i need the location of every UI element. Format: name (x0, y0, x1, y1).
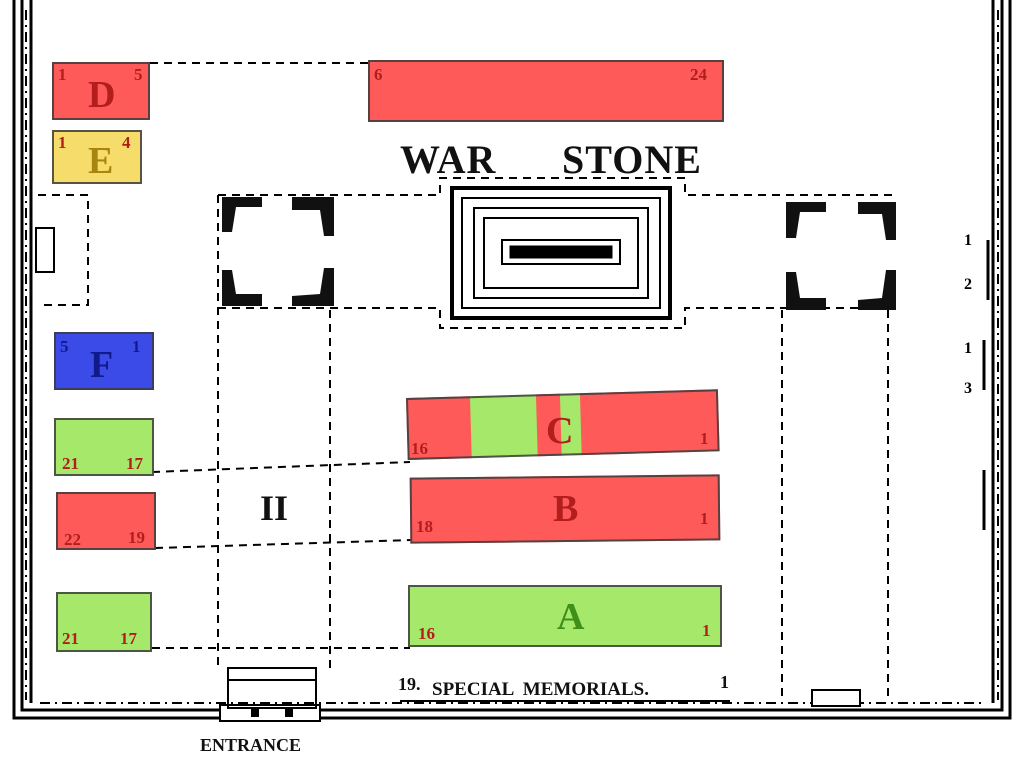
row-f-letter: F (90, 344, 114, 386)
row-d-extension-right-number: 24 (690, 65, 707, 84)
wall-marks-right (982, 240, 990, 530)
row-c-letter: C (546, 410, 574, 452)
side-marker-1: 1 (964, 232, 972, 249)
plot-two-label: II (260, 488, 289, 528)
row-c-side-right-number: 17 (126, 454, 143, 473)
side-marker-2: 2 (964, 276, 972, 293)
side-marker-3: 1 (964, 340, 972, 357)
row-a-side-left-number: 21 (62, 629, 79, 648)
row-d-block[interactable] (52, 62, 150, 120)
row-b-letter: B (553, 488, 579, 530)
side-marker-4: 3 (964, 380, 972, 397)
entrance-label: ENTRANCE (200, 735, 302, 755)
plot-boundaries (38, 62, 895, 702)
stone-title: STONE (562, 137, 702, 182)
row-d-right-number: 5 (134, 65, 143, 84)
rear-gate (811, 689, 861, 707)
row-c-side-left-number: 21 (62, 454, 79, 473)
row-a-right-number: 1 (702, 621, 711, 640)
row-d-letter: D (88, 74, 116, 116)
row-e-block[interactable] (52, 130, 142, 184)
row-e-letter: E (88, 140, 114, 182)
row-d-extension-left-number: 6 (374, 65, 383, 84)
row-f-block[interactable] (54, 332, 154, 390)
row-e-right-number: 4 (122, 133, 131, 152)
row-b-side-right-number: 19 (128, 528, 145, 547)
row-a-side-right-number: 17 (120, 629, 137, 648)
row-e-left-number: 1 (58, 133, 67, 152)
special-memorials-start: 19. (398, 674, 421, 694)
left-shelter (222, 197, 334, 306)
row-c-right-number: 1 (700, 429, 709, 448)
row-a-side-block[interactable] (56, 592, 152, 652)
row-f-left-number: 5 (60, 337, 69, 356)
entrance-gate (219, 667, 321, 722)
war-stone-structure (450, 186, 672, 320)
row-a-letter: A (557, 596, 585, 638)
row-d-extension-block[interactable] (368, 60, 724, 122)
row-c-side-block[interactable] (54, 418, 154, 476)
row-b-side-block[interactable] (56, 492, 156, 550)
row-b-left-number: 18 (416, 517, 433, 536)
war-title: WAR (400, 137, 497, 182)
row-b-side-left-number: 22 (64, 530, 81, 549)
row-d-left-number: 1 (58, 65, 67, 84)
row-b-right-number: 1 (700, 509, 709, 528)
inner-boundary (25, 10, 999, 704)
row-f-right-number: 1 (132, 337, 141, 356)
right-shelter (786, 202, 896, 310)
row-a-block[interactable] (408, 585, 722, 647)
boundary-wall (12, 0, 1012, 720)
row-a-left-number: 16 (418, 624, 435, 643)
row-c-left-number: 16 (411, 439, 428, 458)
special-memorials-label: SPECIAL MEMORIALS. (432, 679, 649, 700)
wall-feature-left (35, 227, 55, 273)
special-memorials-end: 1 (720, 672, 729, 692)
